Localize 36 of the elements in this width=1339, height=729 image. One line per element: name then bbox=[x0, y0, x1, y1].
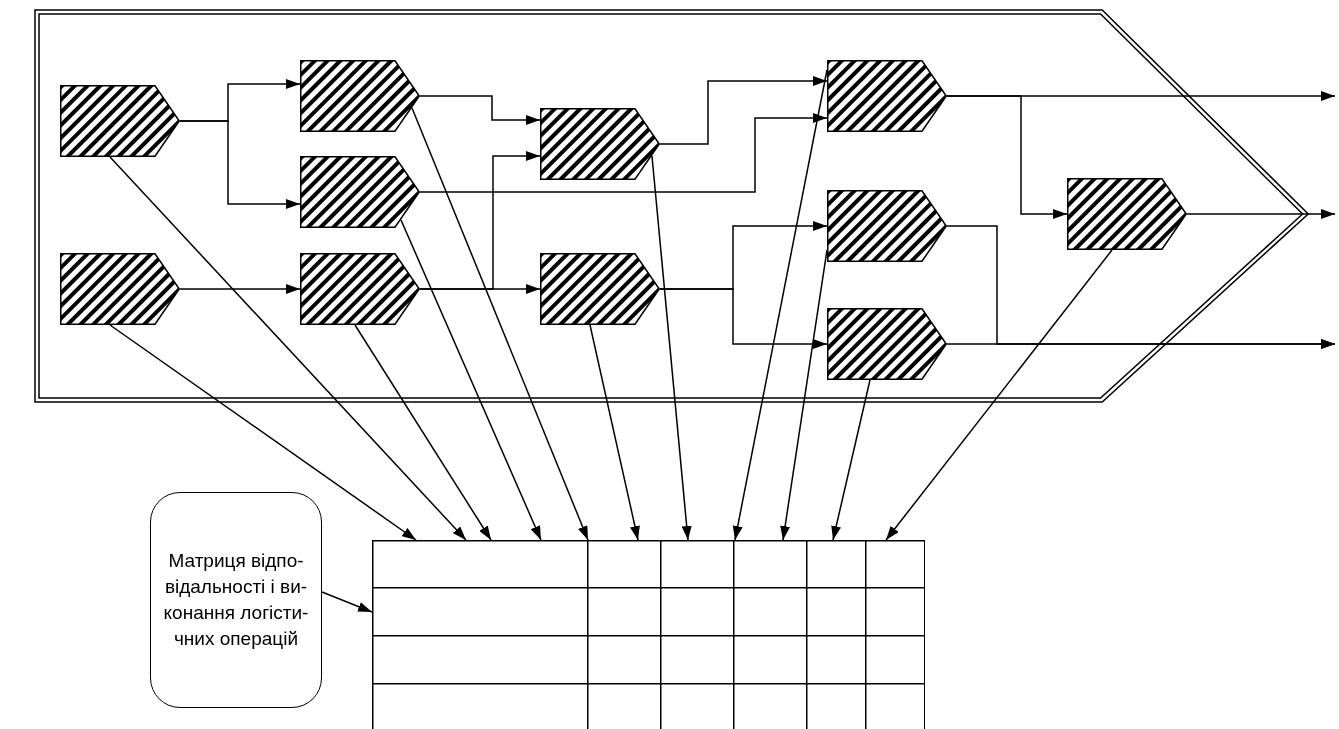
connector-arrow bbox=[946, 95, 1068, 219]
operation-block bbox=[1067, 178, 1187, 250]
connector-arrow bbox=[179, 284, 301, 294]
operation-block bbox=[60, 85, 180, 157]
leader-arrow bbox=[321, 591, 373, 613]
leader-arrow bbox=[831, 379, 871, 541]
connector-arrow bbox=[419, 95, 541, 125]
connector-arrow bbox=[419, 113, 828, 193]
matrix-table bbox=[372, 540, 925, 729]
operation-block bbox=[540, 108, 660, 180]
operation-block bbox=[827, 60, 947, 132]
operation-block bbox=[300, 156, 420, 228]
connector-arrow bbox=[659, 288, 828, 349]
operation-block bbox=[300, 253, 420, 325]
connector-arrow bbox=[419, 284, 541, 294]
leader-arrow bbox=[589, 324, 640, 541]
connector-arrow bbox=[1186, 209, 1336, 219]
connector-arrow bbox=[659, 76, 828, 145]
leader-arrow bbox=[109, 156, 467, 541]
operation-block bbox=[540, 253, 660, 325]
operation-block bbox=[827, 308, 947, 380]
leader-arrow bbox=[732, 69, 828, 541]
leader-arrow bbox=[109, 324, 417, 541]
leader-arrow bbox=[651, 155, 692, 541]
leader-arrow bbox=[411, 107, 589, 541]
operation-block bbox=[60, 253, 180, 325]
leader-arrow bbox=[354, 324, 492, 541]
operation-block bbox=[827, 190, 947, 262]
leader-arrow bbox=[780, 249, 828, 541]
callout-box bbox=[150, 492, 322, 708]
operation-block bbox=[300, 60, 420, 132]
connector-arrow bbox=[946, 339, 1336, 349]
callout-text: Матриця відпо- відальності і ви- конання логісти- чних операцій bbox=[162, 549, 310, 651]
leader-arrow bbox=[400, 219, 542, 541]
connector-arrow bbox=[179, 120, 301, 209]
leader-arrow bbox=[885, 249, 1113, 541]
